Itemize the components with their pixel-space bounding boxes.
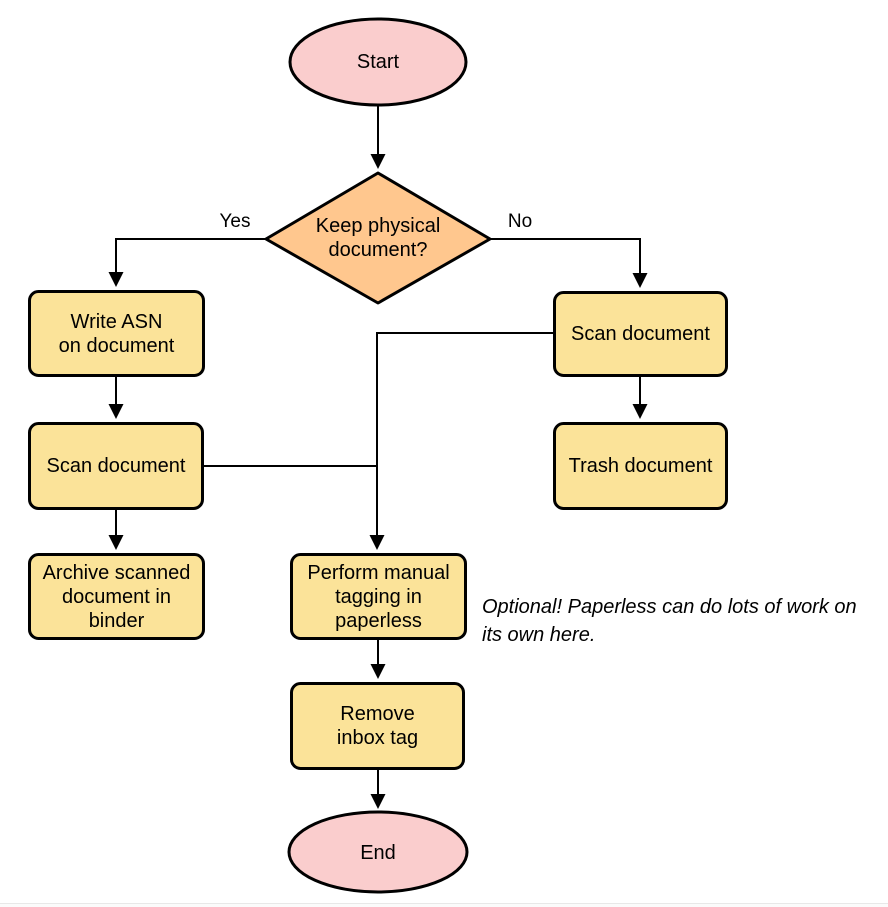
remove-inbox-label: Remove inbox tag [336,703,419,749]
yes-edge-label: Yes [219,211,251,232]
remove-inbox-process-shape [290,682,465,770]
bottom-page-edge [0,903,888,907]
start-terminator-shape [288,17,468,107]
end-terminator-shape [287,810,469,894]
optional-annotation: Optional! Paperless can do lots of work … [482,596,857,646]
decision-label: Keep physical document? [315,215,441,261]
write-asn-label: Write ASN on document [58,310,175,357]
start-label: Start [356,51,400,73]
trash-process-shape [553,422,728,510]
no-edge-label: No [507,211,533,232]
decision-diamond-shape [264,171,492,305]
trash-label: Trash document [568,455,713,477]
scan-right-process-shape [553,291,728,377]
edge-decision-no-to-scan-right [490,238,648,288]
tagging-label: Perform manual tagging in paperless [307,561,450,632]
write-asn-process-shape [28,290,205,377]
edge-scan-right-to-tagging [369,332,553,550]
end-label: End [360,842,396,864]
scan-left-process-shape [28,422,204,510]
archive-label: Archive scanned document in binder [42,561,191,632]
edge-decision-yes-to-write-asn [108,238,266,287]
archive-process-shape [28,553,205,640]
scan-right-label: Scan document [571,323,710,345]
scan-left-label: Scan document [46,455,186,477]
tagging-process-shape [290,553,467,640]
